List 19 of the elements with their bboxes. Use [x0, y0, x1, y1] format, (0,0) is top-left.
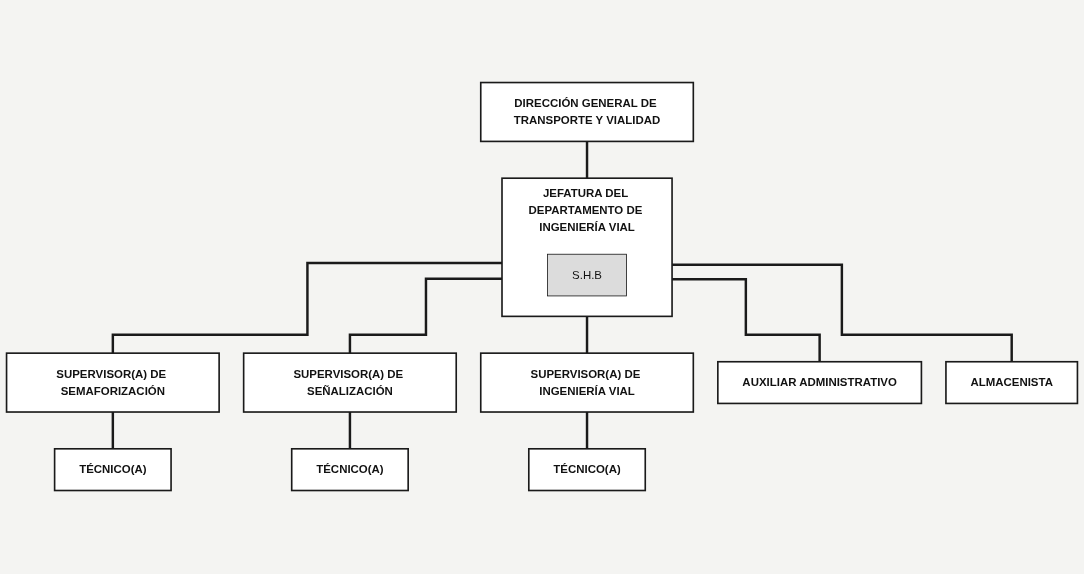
connector: [348, 411, 352, 451]
node-box: SUPERVISOR(A) DE INGENIERÍA VIAL: [479, 352, 695, 414]
connector: [585, 140, 589, 180]
connector: [672, 278, 821, 364]
node-box: AUXILIAR ADMINISTRATIVO: [717, 361, 923, 405]
node-box: ALMACENISTA: [945, 361, 1079, 405]
connector: [111, 411, 115, 451]
node-box: SUPERVISOR(A) DE SEMAFORIZACIÓN: [5, 352, 220, 414]
connector: [672, 264, 1013, 364]
node-box: TÉCNICO(A): [53, 448, 172, 492]
node-box: DIRECCIÓN GENERAL DE TRANSPORTE Y VIALIDAD: [479, 82, 695, 143]
connector: [111, 262, 502, 355]
connector: [348, 277, 502, 355]
node-box: SUPERVISOR(A) DE SEÑALIZACIÓN: [242, 352, 458, 414]
node-box: TÉCNICO(A): [290, 448, 409, 492]
node-box: S.H.B: [547, 254, 627, 297]
node-box: TÉCNICO(A): [527, 448, 647, 492]
connector: [585, 411, 589, 451]
connector: [585, 315, 589, 355]
